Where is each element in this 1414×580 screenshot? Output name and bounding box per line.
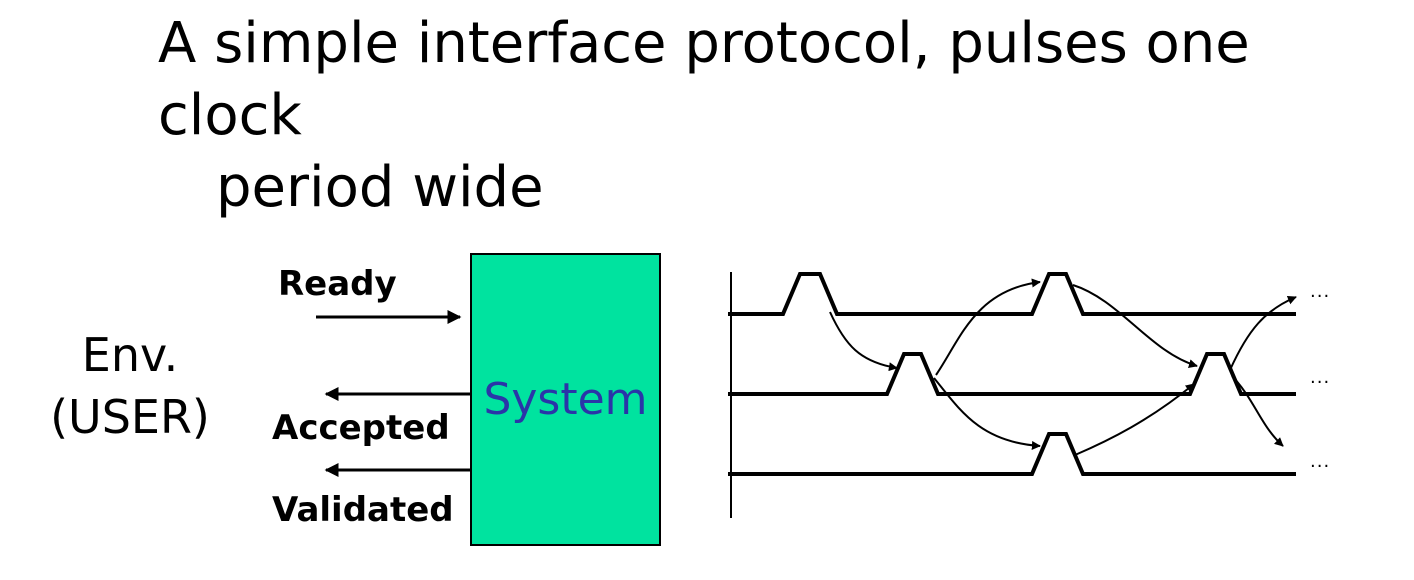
validated-signal-label: Validated: [272, 490, 454, 530]
causality-arrow-accepted-to-next-validated: [1231, 375, 1284, 447]
ready-signal-label: Ready: [278, 264, 397, 304]
system-label: System: [483, 374, 648, 425]
system-block: System: [470, 253, 661, 546]
environment-label-line-1: Env.: [81, 328, 179, 382]
environment-label-line-2: (USER): [50, 390, 210, 444]
causality-arrow-accepted-to-validated: [933, 377, 1041, 450]
causality-arrow-ready-to-accepted-2: [1072, 284, 1198, 368]
title-line-1: A simple interface protocol, pulses one …: [158, 11, 1250, 148]
accepted-waveform: [728, 352, 1296, 396]
validated-waveform: [728, 432, 1296, 476]
accepted-signal-label: Accepted: [272, 408, 450, 448]
ready-continuation: ...: [1310, 281, 1331, 302]
ready-waveform: [728, 272, 1296, 316]
environment-label: Env. (USER): [40, 324, 220, 448]
title-line-2: period wide: [216, 155, 544, 220]
causality-arrow-ready-to-accepted: [829, 311, 898, 372]
page-title: A simple interface protocol, pulses one …: [158, 8, 1378, 224]
validated-continuation: ...: [1310, 451, 1331, 472]
causality-arrow-accepted-to-next-ready: [1229, 295, 1297, 371]
accepted-continuation: ...: [1310, 367, 1331, 388]
causality-arrow-accepted-to-ready: [935, 278, 1041, 376]
causality-arrow-validated-to-accepted: [1074, 383, 1195, 456]
